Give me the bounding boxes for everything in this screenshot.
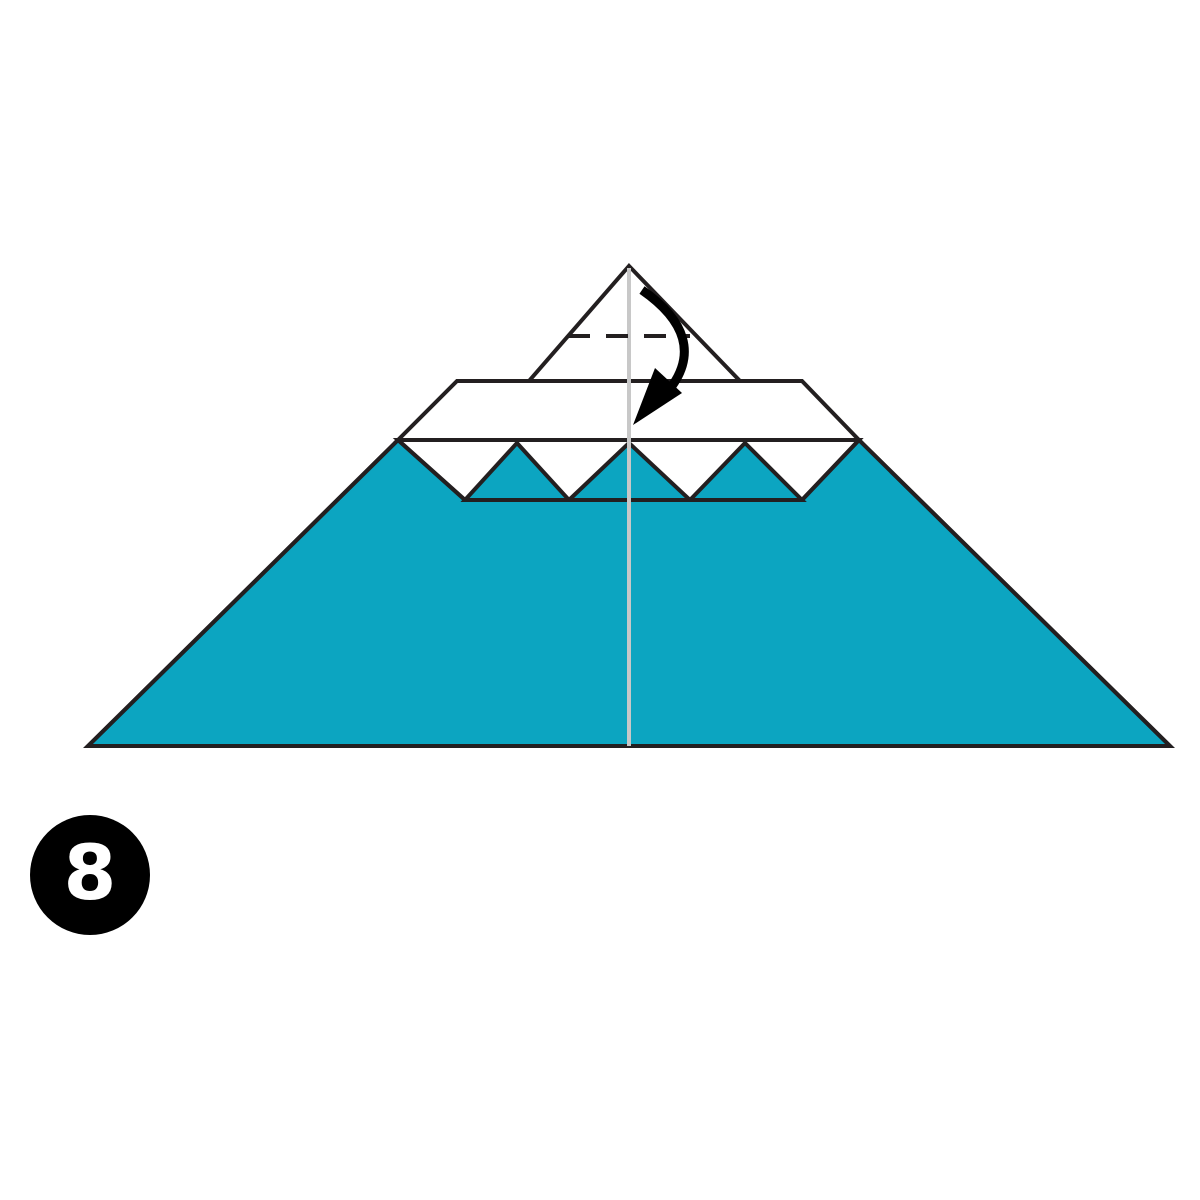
zigzag-edge-right — [800, 438, 861, 502]
top-triangle-flap — [524, 263, 745, 383]
zigzag-edge-left — [396, 438, 467, 502]
fold-arrow-head — [633, 368, 682, 425]
step-number-badge: 8 — [30, 815, 150, 935]
step-number-label: 8 — [63, 828, 117, 917]
fold-arrow-shaft — [639, 286, 689, 389]
